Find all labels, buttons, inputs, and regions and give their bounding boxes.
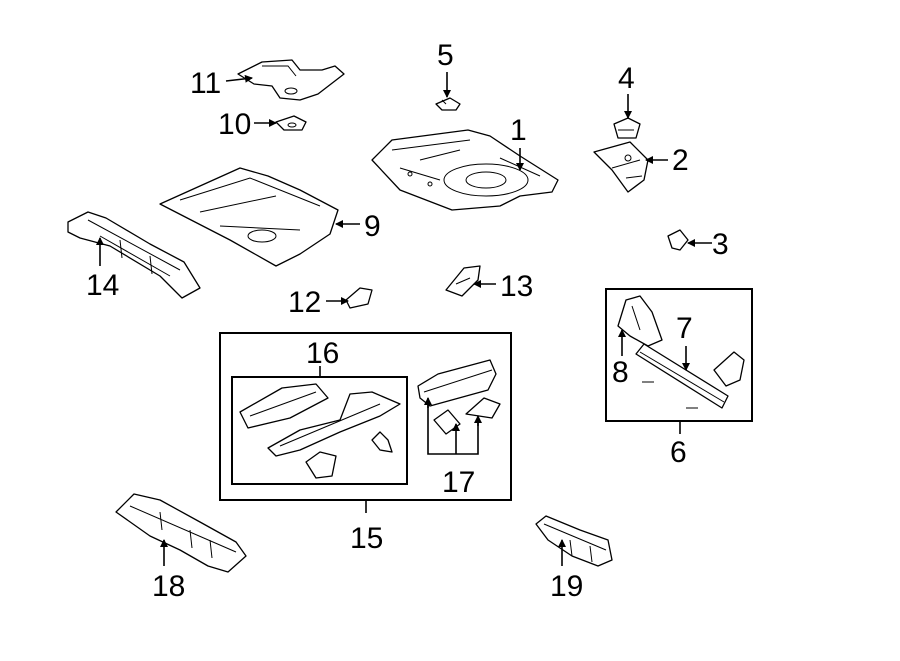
part-12-bracket[interactable] [345,287,373,309]
callout-9: 9 [364,210,381,243]
callout-11: 11 [190,67,221,100]
callout-13: 13 [500,270,533,303]
leader-17-bracket [427,400,479,455]
part-9-floor-pan[interactable] [159,167,339,267]
callout-19: 19 [550,570,583,603]
callout-4: 4 [618,62,635,95]
part-18-rail[interactable] [115,493,247,573]
callout-3: 3 [712,228,729,261]
part-14-side-rail[interactable] [67,211,201,299]
callout-10: 10 [218,108,251,141]
part-19-rail[interactable] [535,515,613,567]
callout-15: 15 [350,522,383,555]
part-1-rear-floor-pan[interactable] [371,129,559,211]
part-4-cap[interactable] [613,117,641,139]
callout-8: 8 [612,356,629,389]
callout-7: 7 [676,312,693,345]
callout-16: 16 [306,337,339,370]
part-16-rails[interactable] [239,383,401,479]
part-5-clip[interactable] [435,97,461,111]
callout-14: 14 [86,269,119,302]
callout-17: 17 [442,466,475,499]
callout-5: 5 [437,39,454,72]
part-7-crossmember[interactable] [635,343,745,409]
callout-1: 1 [510,114,527,147]
callout-6: 6 [670,436,687,469]
part-17-rail[interactable] [417,359,501,435]
part-10-bracket[interactable] [275,115,307,131]
part-2-gusset[interactable] [593,141,649,193]
callout-12: 12 [288,286,321,319]
part-13-bracket[interactable] [445,265,481,297]
callout-2: 2 [672,144,689,177]
part-11-bracket[interactable] [237,59,345,101]
part-8-bracket[interactable] [617,295,663,347]
group-box-6 [605,288,753,422]
part-3-bracket[interactable] [667,229,689,251]
callout-18: 18 [152,570,185,603]
leader-11 [225,74,253,83]
